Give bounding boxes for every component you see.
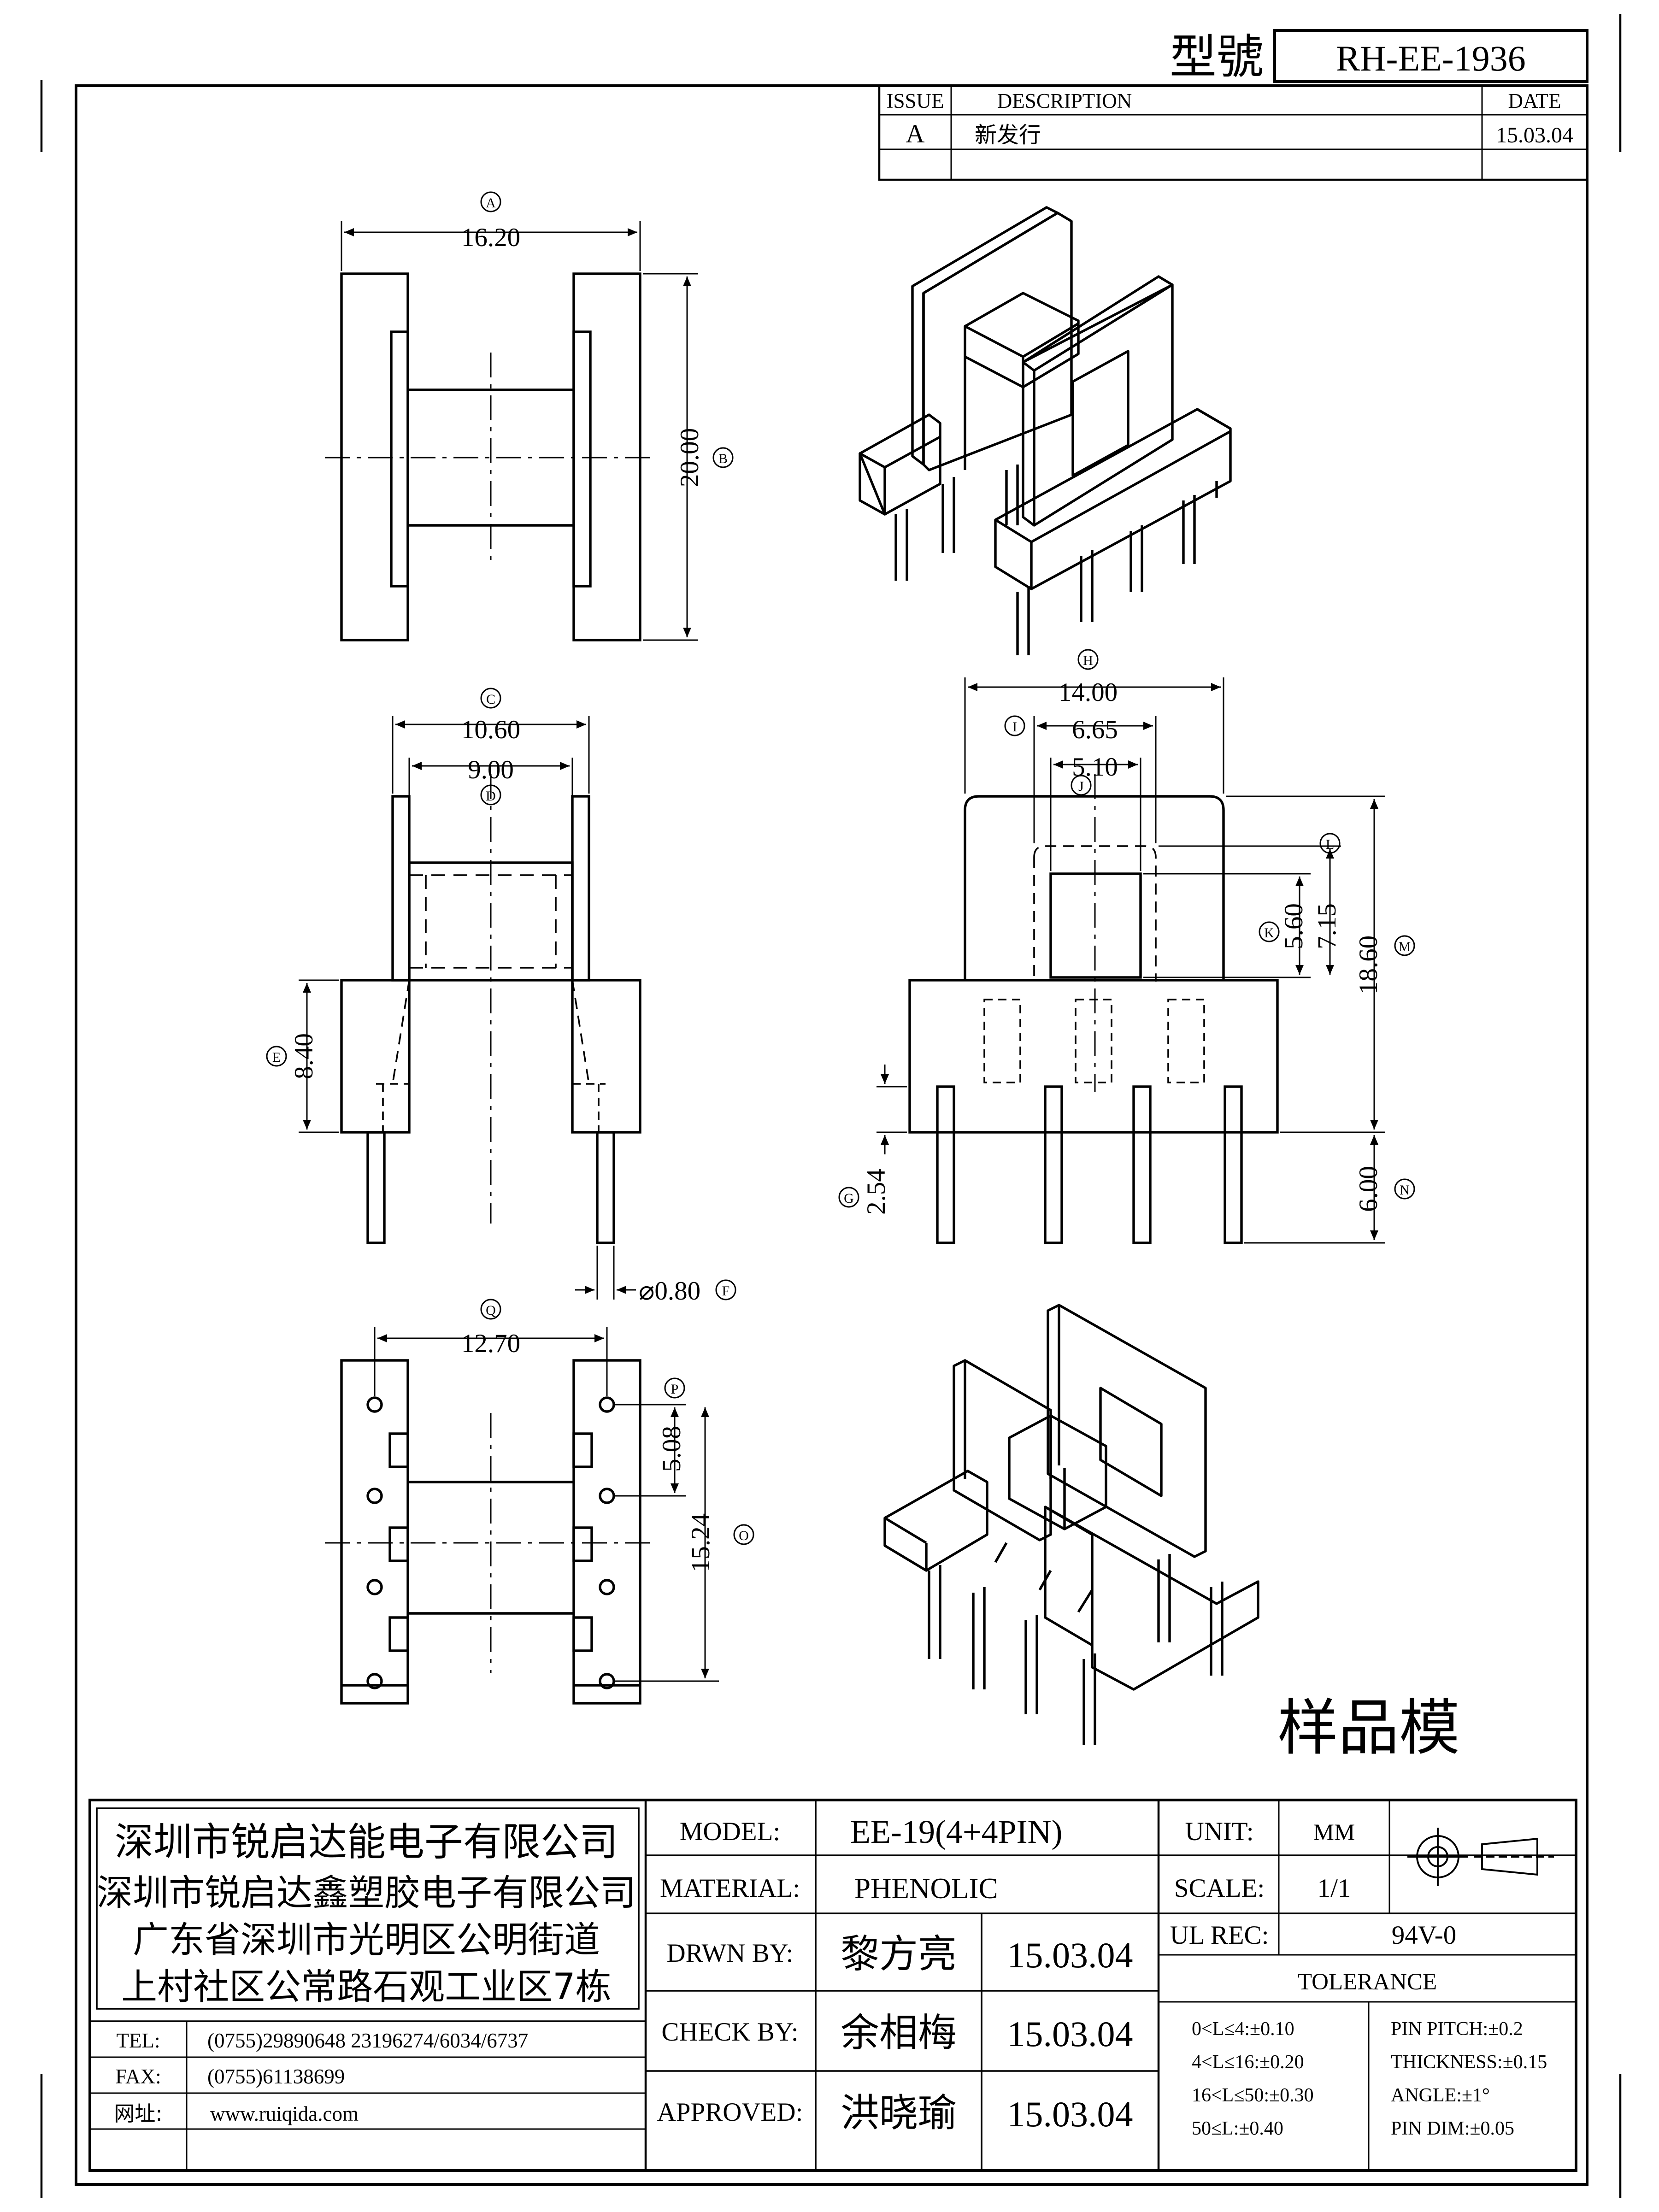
top-view-dims: A 16.20 20.00 B [341,191,734,641]
dim-id-B: B [718,451,728,466]
dim-pin-diameter: ⌀0.80 [639,1277,700,1306]
scale-value: 1/1 [1318,1874,1351,1903]
tolerance-left-1: 0<L≤4:±0.10 [1192,2018,1294,2040]
front-view [340,774,641,1244]
approved-by-label: APPROVED: [657,2098,803,2127]
dim-id-I: I [1012,719,1017,735]
side-view-dims: H 14.00 I 6.65 5.10 J 5.60 K 7.15 L 18.6… [838,649,1415,1244]
revision-date: 15.03.04 [1496,123,1573,147]
drawn-by-name: 黎方亮 [841,1931,957,1977]
dim-id-O: O [739,1528,749,1543]
dim-8-40: 8.40 [289,1033,318,1079]
dim-14-00: 14.00 [1059,678,1118,707]
dim-id-E: E [272,1050,281,1065]
checked-by-label: CHECK BY: [661,2018,798,2047]
dim-id-J: J [1078,779,1084,794]
revision-table: ISSUE DESCRIPTION DATE A 新发行 15.03.04 [878,84,1588,181]
tolerance-right-1: PIN PITCH:±0.2 [1391,2018,1523,2040]
front-view-dims: C 10.60 9.00 D 8.40 E ⌀0.80 F [266,688,736,1306]
drawing-border [40,14,1622,2198]
bottom-view-dims: Q 12.70 5.08 P 15.24 O [374,1299,754,1682]
isometric-view-top [859,206,1232,655]
dim-id-N: N [1400,1182,1410,1198]
tel-value: (0755)29890648 23196274/6034/6737 [207,2029,528,2052]
dim-12-70: 12.70 [461,1329,520,1358]
model-number-label: 型號 [1170,30,1264,85]
top-view [325,272,657,641]
dim-5-60: 5.60 [1279,903,1308,949]
company-line-1: 深圳市锐启达能电子有限公司 [115,1819,618,1865]
dim-15-24: 15.24 [686,1513,715,1572]
dim-2-54: 2.54 [862,1169,891,1215]
fax-value: (0755)61138699 [207,2065,345,2088]
dim-10-60: 10.60 [461,715,520,744]
tolerance-title: TOLERANCE [1298,1969,1437,1995]
revision-description: 新发行 [975,122,1041,148]
company-line-4: 上村社区公常路石观工业区7栋 [121,1966,612,2008]
material-label: MATERIAL: [660,1874,800,1903]
ul-label: UL REC: [1170,1921,1269,1950]
company-line-3: 广东省深圳市光明区公明街道 [133,1919,600,1961]
company-line-2: 深圳市锐启达鑫塑胶电子有限公司 [97,1872,636,1914]
sample-stamp: 样品模 [1277,1693,1460,1764]
tolerance-left-4: 50≤L:±0.40 [1192,2118,1283,2139]
dim-7-15: 7.15 [1312,903,1341,949]
dim-id-P: P [671,1382,679,1397]
title-block: 深圳市锐启达能电子有限公司 深圳市锐启达鑫塑胶电子有限公司 广东省深圳市光明区公… [88,1799,1577,2172]
website-value: www.ruiqida.com [210,2102,359,2125]
dim-9-00: 9.00 [468,755,514,784]
dim-id-Q: Q [486,1303,496,1318]
drawn-by-label: DRWN BY: [666,1939,793,1968]
approved-by-name: 洪晓瑜 [841,2090,957,2136]
dim-6-65: 6.65 [1072,715,1118,744]
dim-id-A: A [486,195,496,211]
revision-issue: A [906,119,924,148]
material-value: PHENOLIC [854,1872,998,1905]
tolerance-left-3: 16<L≤50:±0.30 [1192,2085,1314,2106]
tolerance-right-4: PIN DIM:±0.05 [1391,2118,1514,2139]
scale-label: SCALE: [1174,1874,1265,1903]
dim-20-00: 20.00 [675,428,704,487]
unit-label: UNIT: [1185,1817,1253,1846]
side-view [908,774,1279,1244]
isometric-view-bottom [883,1304,1259,1745]
dim-5-10: 5.10 [1072,753,1118,782]
dim-16-20: 16.20 [461,223,520,252]
dim-id-G: G [844,1191,854,1206]
checked-by-name: 余相梅 [841,2010,957,2055]
tolerance-right-3: ANGLE:±1° [1391,2085,1490,2106]
model-label: MODEL: [680,1817,780,1846]
tolerance-right-2: THICKNESS:±0.15 [1391,2052,1547,2073]
dim-6-00: 6.00 [1354,1166,1383,1212]
projection-symbol-icon [1407,1828,1554,1886]
dim-id-H: H [1083,653,1093,668]
dim-id-C: C [486,692,495,707]
tel-label: TEL: [117,2029,160,2052]
fax-label: FAX: [115,2065,161,2088]
dim-id-K: K [1264,925,1274,941]
tolerance-left-2: 4<L≤16:±0.20 [1192,2052,1304,2073]
dim-id-L: L [1326,837,1334,852]
model-number-value: RH-EE-1936 [1336,38,1526,78]
dim-18-60: 18.60 [1354,935,1383,994]
revision-header-issue: ISSUE [886,89,944,112]
dim-id-M: M [1399,939,1411,954]
bottom-view [325,1359,657,1705]
website-label: 网址: [114,2101,162,2126]
revision-header-description: DESCRIPTION [997,89,1132,112]
approved-by-date: 15.03.04 [1007,2094,1133,2134]
ul-value: 94V-0 [1392,1921,1456,1950]
model-number-box: 型號 RH-EE-1936 [1170,29,1588,85]
drawn-by-date: 15.03.04 [1007,1935,1133,1975]
model-value: EE-19(4+4PIN) [850,1813,1063,1850]
dim-id-F: F [722,1283,730,1299]
dim-5-08: 5.08 [657,1426,686,1472]
unit-value: MM [1313,1820,1355,1846]
revision-header-date: DATE [1508,89,1561,112]
checked-by-date: 15.03.04 [1007,2014,1133,2054]
dim-id-D: D [486,788,496,804]
